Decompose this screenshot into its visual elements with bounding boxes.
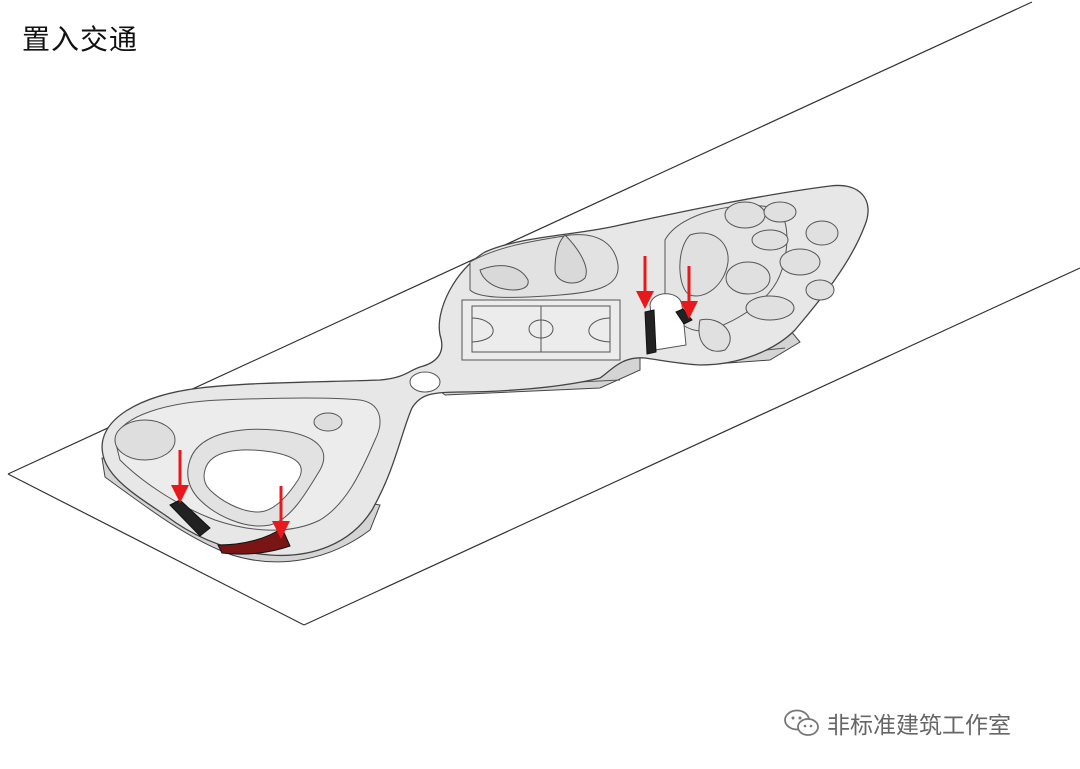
core-left-2 xyxy=(217,527,291,555)
arrow-icon xyxy=(272,486,290,539)
diagram-title: 置入交通 xyxy=(22,23,139,56)
basketball-court xyxy=(461,299,621,361)
left-small-circle xyxy=(313,412,343,432)
right-block xyxy=(664,201,839,352)
arrow-icon xyxy=(171,450,189,503)
bridge-opening xyxy=(409,371,441,393)
wechat-icon xyxy=(784,709,819,736)
core-right xyxy=(675,308,693,325)
central-void xyxy=(203,449,302,513)
insertion-arrows xyxy=(171,256,698,539)
site-edge-left xyxy=(7,473,305,626)
left-round-plaza xyxy=(114,419,176,461)
core-left-1 xyxy=(169,499,211,537)
arrow-icon xyxy=(636,256,654,309)
arrow-icon xyxy=(680,266,698,319)
middle-block xyxy=(461,234,621,361)
watermark: 非标准建筑工作室 xyxy=(783,706,1011,740)
core-mid xyxy=(644,309,657,355)
site-edge-lower xyxy=(303,267,1080,626)
bridge-link xyxy=(409,371,441,393)
circulation-cores xyxy=(169,308,693,555)
watermark-text: 非标准建筑工作室 xyxy=(827,713,1011,739)
